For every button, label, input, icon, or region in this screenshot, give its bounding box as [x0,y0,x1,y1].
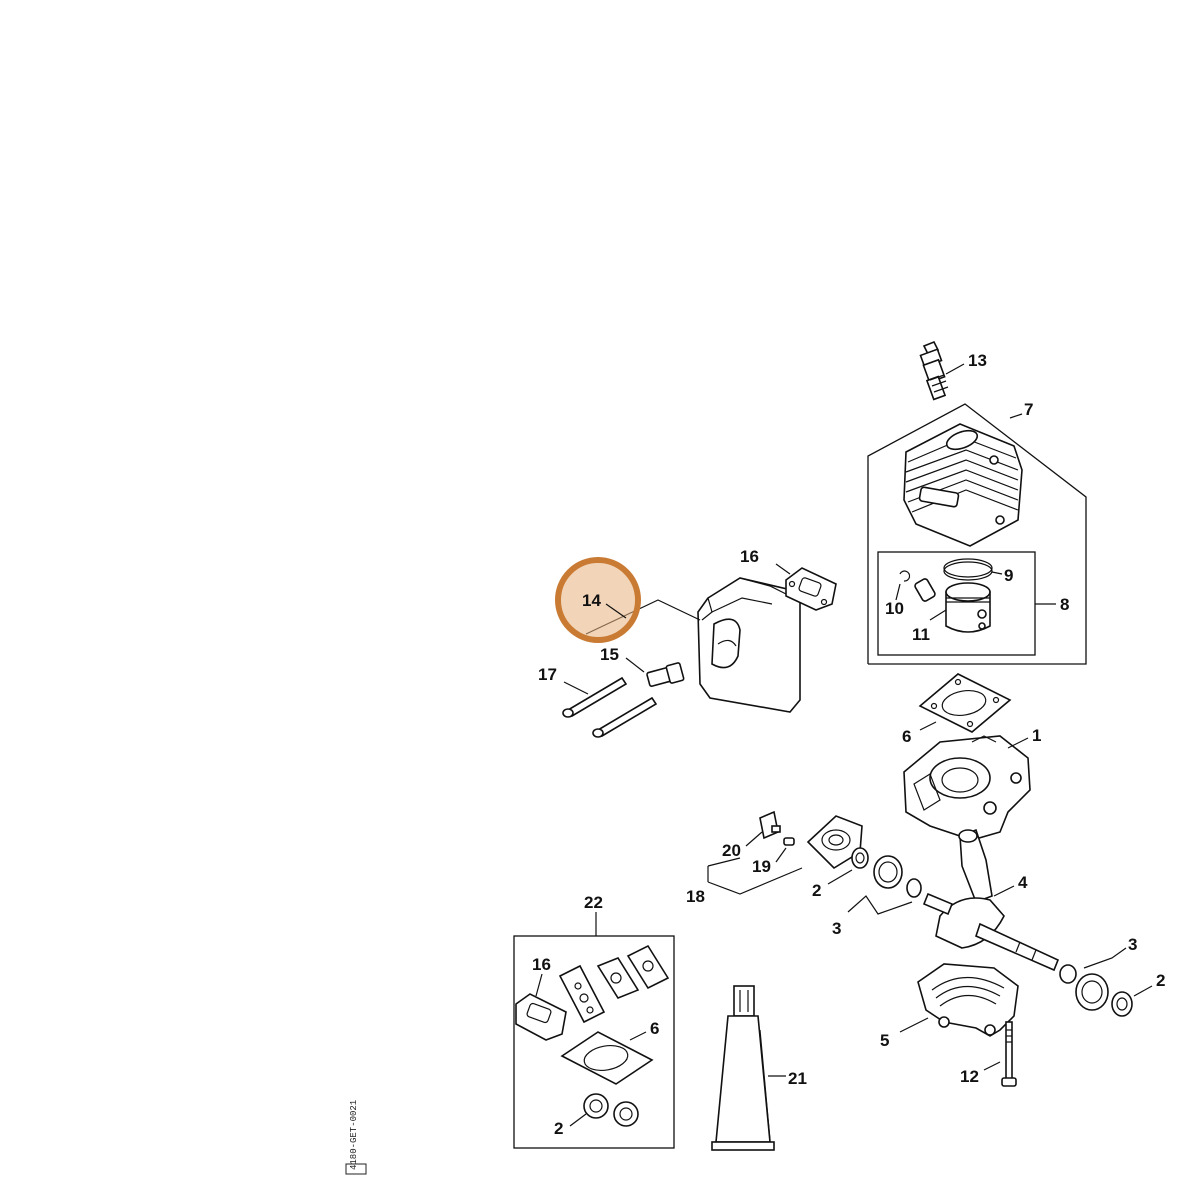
callout-21[interactable]: 21 [788,1069,807,1088]
callout-4[interactable]: 4 [1018,873,1028,892]
callout-5[interactable]: 5 [880,1031,889,1050]
small-screw-part[interactable] [783,837,795,846]
callout-3-right[interactable]: 3 [1128,935,1137,954]
callout-10[interactable]: 10 [885,599,904,618]
callout-19[interactable]: 19 [752,857,771,876]
callout-15[interactable]: 15 [600,645,619,664]
crankcase-upper-part[interactable] [903,735,1031,841]
kit-carburetor-gasket-part[interactable] [596,957,640,999]
spark-plug-part[interactable] [919,340,949,401]
piston-ring-part[interactable] [943,558,993,581]
callout-6-kit[interactable]: 6 [650,1019,659,1038]
callout-11[interactable]: 11 [912,625,930,644]
callout-20[interactable]: 20 [722,841,741,860]
crankcase-lower-part[interactable] [917,963,1019,1037]
muffler-part[interactable] [697,577,801,713]
kit-filter-gasket-part[interactable] [626,944,670,990]
spacer-sleeve-part[interactable] [646,662,685,687]
callout-9[interactable]: 9 [1004,566,1013,585]
cylinder-part[interactable] [903,423,1023,547]
document-id: 4180-GET-0021 [349,1100,359,1170]
cylinder-group-box [867,403,1087,665]
callout-3-left[interactable]: 3 [832,919,841,938]
callout-13[interactable]: 13 [968,351,987,370]
muffler-gasket-part[interactable] [785,567,837,611]
grease-tube-part[interactable] [711,985,775,1151]
highlight-marker [555,557,641,643]
muffler-screw-part-upper[interactable] [562,676,628,718]
kit-oil-seals-part[interactable] [583,1093,639,1127]
callout-12[interactable]: 12 [960,1067,979,1086]
ball-bearing-part-right[interactable] [1059,964,1109,1011]
callout-1[interactable]: 1 [1032,726,1041,745]
callout-22[interactable]: 22 [584,893,603,912]
ball-bearing-part-left[interactable] [873,855,922,898]
callout-16-top[interactable]: 16 [740,547,759,566]
gasket-kit-box [513,935,675,1149]
callout-18[interactable]: 18 [686,887,705,906]
oil-seal-part-left[interactable] [851,847,869,869]
doc-id-box [345,1163,367,1175]
kit-muffler-gasket-part[interactable] [515,993,567,1041]
long-screw-part[interactable] [1001,1021,1017,1087]
muffler-screw-part-lower[interactable] [592,696,658,738]
callout-8[interactable]: 8 [1060,595,1069,614]
callout-14[interactable]: 14 [582,591,601,610]
piston-part[interactable] [945,582,991,633]
bearing-housing-part[interactable] [806,815,863,870]
callout-6-top[interactable]: 6 [902,727,911,746]
callout-16-kit[interactable]: 16 [532,955,551,974]
callout-2-left[interactable]: 2 [812,881,821,900]
cylinder-gasket-part[interactable] [918,673,1012,733]
oil-seal-part-right[interactable] [1111,991,1133,1017]
piston-pin-part[interactable] [914,578,936,602]
kit-intake-gasket-part[interactable] [558,964,606,1024]
circlip-part[interactable] [899,570,911,582]
kit-cylinder-gasket-part[interactable] [560,1031,654,1085]
crankshaft-part[interactable] [922,828,1060,972]
callout-17[interactable]: 17 [538,665,557,684]
callout-7[interactable]: 7 [1024,400,1033,419]
callout-2-kit[interactable]: 2 [554,1119,563,1138]
callout-2-right[interactable]: 2 [1156,971,1165,990]
ignition-sensor-part[interactable] [759,810,781,840]
